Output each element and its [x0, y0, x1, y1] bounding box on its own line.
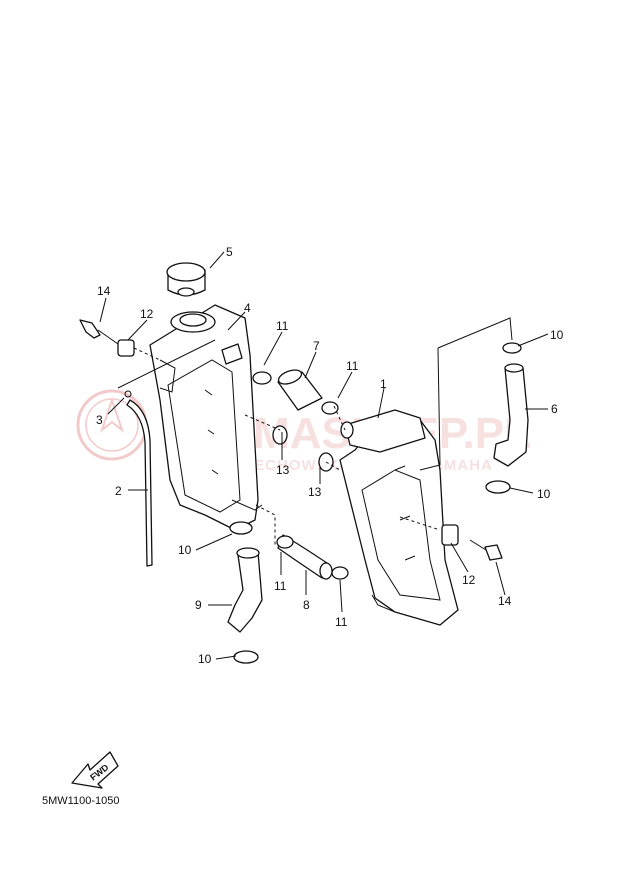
hose-6	[493, 363, 529, 467]
grommets-bolts	[79, 319, 503, 561]
callout-5: 5	[226, 245, 233, 259]
diagram-code: 5MW1100-1050	[42, 795, 119, 807]
right-radiator	[339, 409, 459, 626]
fwd-arrow: FWD	[71, 751, 119, 789]
callout-4: 4	[244, 301, 251, 315]
left-radiator	[149, 304, 263, 531]
overflow-hose	[126, 399, 153, 567]
radiator-cap	[166, 262, 206, 297]
callout-1: 1	[380, 377, 387, 391]
fitting-lines	[117, 317, 513, 545]
callout-3: 3	[96, 413, 103, 427]
callout-10-upper-right: 10	[550, 328, 564, 342]
clamps	[229, 342, 522, 664]
callout-11-upper-left: 11	[276, 319, 289, 333]
callout-11-upper-mid: 11	[346, 359, 359, 373]
callout-14-right: 14	[498, 594, 512, 608]
callout-13-left: 13	[276, 463, 290, 477]
callout-12-left: 12	[140, 307, 154, 321]
callout-numbers: 5 14 12 4 11 7 11 1 10 6 3 13 13 2 10 10…	[96, 245, 564, 666]
callout-10-right: 10	[537, 487, 551, 501]
callout-8: 8	[303, 598, 310, 612]
leader-lines	[99, 251, 549, 660]
callout-13-right: 13	[308, 485, 322, 499]
callout-9: 9	[195, 598, 202, 612]
callout-11-lower-right: 11	[335, 615, 348, 629]
callout-6: 6	[551, 402, 558, 416]
callout-10-mid-left: 10	[178, 543, 192, 557]
callout-10-bottom: 10	[198, 652, 212, 666]
callout-11-lower-left: 11	[274, 579, 287, 593]
callout-14-left: 14	[97, 284, 111, 298]
callout-12-right: 12	[462, 573, 476, 587]
hose-9	[227, 547, 263, 633]
callout-7: 7	[313, 339, 320, 353]
upper-hose-7	[277, 369, 323, 411]
watermark-logo	[76, 389, 148, 461]
callout-2: 2	[115, 484, 122, 498]
